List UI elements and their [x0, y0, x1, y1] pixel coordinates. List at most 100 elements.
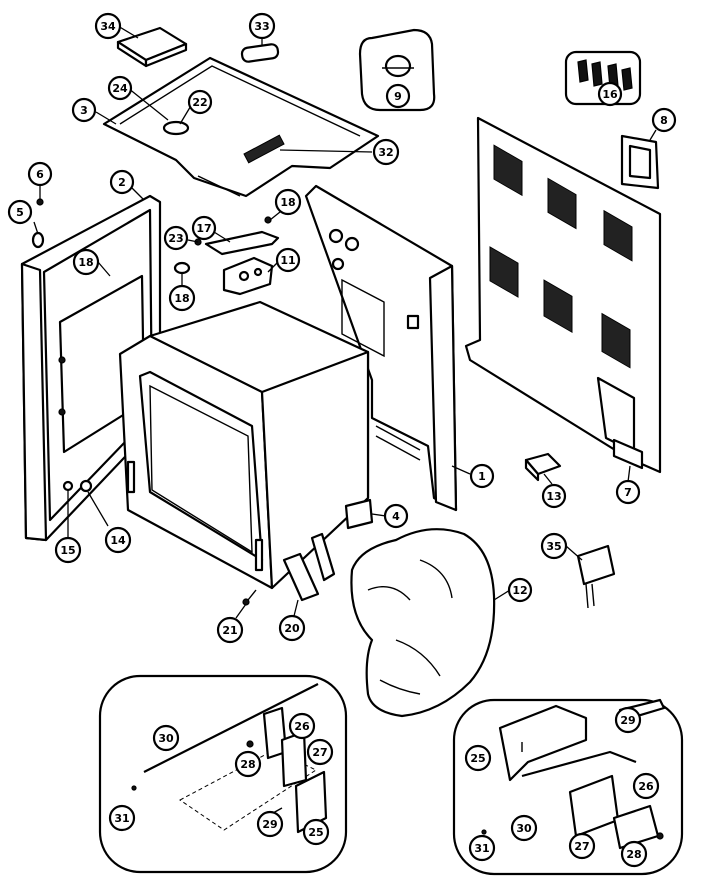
- callout-18-top: 18: [274, 188, 302, 216]
- callout-16: 16: [597, 81, 623, 107]
- callout-2: 2: [109, 169, 135, 195]
- callout-25-inset-right: 25: [464, 744, 492, 772]
- part-18-23-fasteners: [31, 198, 272, 275]
- svg-text:26: 26: [294, 720, 310, 733]
- callout-30-inset-right: 30: [510, 814, 538, 842]
- part-35-plug: [576, 544, 616, 609]
- svg-text:8: 8: [660, 114, 668, 127]
- leader-lines: [33, 25, 657, 619]
- part-7-bracket: [612, 438, 644, 470]
- inset-left: [98, 674, 348, 874]
- svg-text:28: 28: [240, 758, 255, 771]
- svg-text:15: 15: [60, 544, 75, 557]
- part-34-pad: [116, 26, 188, 68]
- svg-text:31: 31: [474, 842, 489, 855]
- callout-13: 13: [541, 483, 567, 509]
- callout-17: 17: [191, 215, 217, 241]
- callout-30-inset-left: 30: [152, 724, 180, 752]
- oven-cavity: [118, 300, 370, 590]
- callout-35: 35: [540, 532, 568, 560]
- callout-29-inset-left: 29: [256, 810, 284, 838]
- callout-29-inset-right: 29: [614, 706, 642, 734]
- callout-28-inset-right: 28: [620, 840, 648, 868]
- svg-text:25: 25: [470, 752, 485, 765]
- callout-3: 3: [71, 97, 97, 123]
- svg-text:17: 17: [196, 222, 211, 235]
- part-13-bracket: [524, 452, 562, 482]
- part-20-bracket: [282, 532, 336, 602]
- part-4-bracket: [344, 498, 374, 530]
- callout-32: 32: [372, 138, 400, 166]
- callout-11: 11: [275, 247, 301, 273]
- svg-text:30: 30: [516, 822, 532, 835]
- svg-text:18: 18: [174, 292, 189, 305]
- callout-28-inset-left: 28: [234, 750, 262, 778]
- callout-22: 22: [187, 89, 213, 115]
- svg-text:23: 23: [168, 232, 183, 245]
- svg-text:18: 18: [78, 256, 93, 269]
- callout-18-left: 18: [72, 248, 100, 276]
- callout-27-inset-left: 27: [306, 738, 334, 766]
- part-11-hinge: [222, 256, 274, 296]
- callout-8: 8: [651, 107, 677, 133]
- callout-12: 12: [507, 577, 533, 603]
- svg-text:5: 5: [16, 206, 24, 219]
- callout-25-inset-left: 25: [302, 818, 330, 846]
- callout-15: 15: [54, 536, 82, 564]
- svg-text:11: 11: [280, 254, 295, 267]
- svg-text:4: 4: [392, 510, 400, 523]
- callout-34: 34: [94, 12, 122, 40]
- callout-9: 9: [385, 83, 411, 109]
- svg-text:33: 33: [254, 20, 269, 33]
- callout-26-inset-right: 26: [632, 772, 660, 800]
- callout-26-inset-left: 26: [288, 712, 316, 740]
- svg-text:9: 9: [394, 90, 402, 103]
- svg-text:13: 13: [546, 490, 561, 503]
- callout-31-inset-left: 31: [108, 804, 136, 832]
- svg-text:27: 27: [312, 746, 327, 759]
- svg-text:25: 25: [308, 826, 323, 839]
- svg-text:18: 18: [280, 196, 295, 209]
- part-33-pad: [240, 43, 280, 63]
- callout-14: 14: [104, 526, 132, 554]
- callout-31-inset-right: 31: [468, 834, 496, 862]
- svg-text:2: 2: [118, 176, 126, 189]
- svg-text:12: 12: [512, 584, 527, 597]
- svg-text:6: 6: [36, 168, 44, 181]
- back-panel: [464, 116, 662, 474]
- svg-text:22: 22: [192, 96, 207, 109]
- svg-text:16: 16: [602, 88, 618, 101]
- svg-text:29: 29: [262, 818, 277, 831]
- svg-text:35: 35: [546, 540, 561, 553]
- svg-text:1: 1: [478, 470, 486, 483]
- callout-20: 20: [278, 614, 306, 642]
- svg-text:28: 28: [626, 848, 641, 861]
- part-9-inset: [358, 28, 436, 112]
- callout-1: 1: [469, 463, 495, 489]
- part-21-screw: [242, 589, 257, 606]
- svg-text:24: 24: [112, 82, 128, 95]
- svg-text:31: 31: [114, 812, 129, 825]
- callout-4: 4: [383, 503, 409, 529]
- callout-6: 6: [27, 161, 53, 187]
- svg-text:27: 27: [574, 840, 589, 853]
- part-14-15-fasteners: [62, 479, 93, 493]
- svg-text:34: 34: [100, 20, 116, 33]
- svg-text:32: 32: [378, 146, 393, 159]
- part-12-insulation: [350, 528, 496, 718]
- callout-21: 21: [216, 616, 244, 644]
- svg-text:30: 30: [158, 732, 174, 745]
- callout-33: 33: [248, 12, 276, 40]
- callout-7: 7: [615, 479, 641, 505]
- part-8-bracket: [620, 134, 660, 190]
- callout-5: 5: [7, 199, 33, 225]
- callout-23: 23: [163, 225, 189, 251]
- svg-text:29: 29: [620, 714, 635, 727]
- svg-text:20: 20: [284, 622, 300, 635]
- svg-text:21: 21: [222, 624, 237, 637]
- callout-24: 24: [107, 75, 133, 101]
- svg-text:3: 3: [80, 104, 88, 117]
- svg-text:14: 14: [110, 534, 126, 547]
- callout-27-inset-right: 27: [568, 832, 596, 860]
